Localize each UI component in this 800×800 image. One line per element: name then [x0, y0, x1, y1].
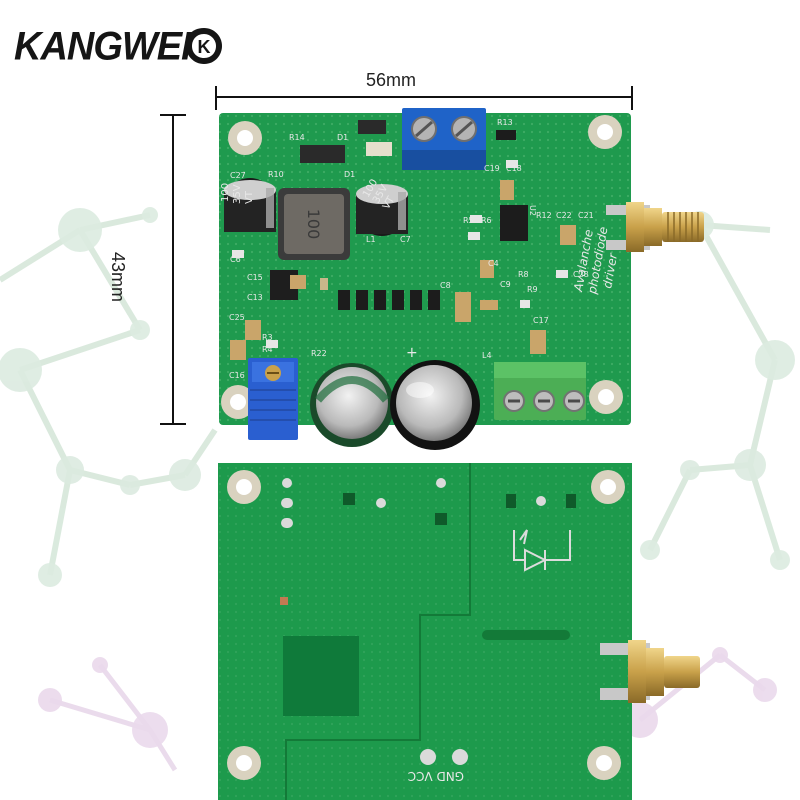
module-text-line3: driver	[600, 251, 620, 289]
ground-pad-square	[283, 636, 359, 716]
refdes-r12: R12	[536, 211, 552, 220]
refdes-c15: C15	[247, 273, 263, 282]
refdes-l4: L4	[482, 351, 492, 360]
refdes-c25: C25	[229, 313, 245, 322]
bottom-mounting-holes	[227, 470, 625, 780]
refdes-r14: R14	[289, 133, 305, 142]
refdes-d1b: D1	[344, 170, 355, 179]
refdes-r8: R8	[518, 270, 529, 279]
refdes-c6: C6	[230, 255, 241, 264]
refdes-u2: U2	[528, 205, 537, 216]
silkscreen-labels: R14 D1 R13 R10 D1 C19 C18 C27 R5 R6 R12 …	[229, 118, 594, 380]
refdes-c4: C4	[488, 259, 499, 268]
capacitor-100uf-left: 100 35V VT	[220, 178, 276, 232]
refdes-c21: C21	[578, 211, 594, 220]
smd-components	[230, 120, 576, 360]
solder-joints	[280, 478, 576, 605]
refdes-r6: R6	[481, 216, 492, 225]
sma-connector-top	[606, 202, 704, 252]
refdes-r10: R10	[268, 170, 284, 179]
badge-letter: K	[198, 37, 211, 57]
blue-screw-terminal	[402, 108, 486, 170]
plus-marker: +	[406, 345, 418, 361]
refdes-c13: C13	[247, 293, 263, 302]
capacitor-large-green	[310, 363, 394, 447]
refdes-d1: D1	[337, 133, 348, 142]
refdes-r3: R3	[262, 333, 273, 342]
cap-left-value: 100	[220, 183, 231, 202]
refdes-c17: C17	[533, 316, 549, 325]
refdes-c7: C7	[400, 235, 411, 244]
mounting-holes	[221, 115, 623, 419]
brand-badge-icon: K	[186, 28, 222, 64]
gnd-vcc-label: GND VCC	[408, 769, 464, 783]
refdes-c8: C8	[440, 281, 451, 290]
refdes-c28: C28	[573, 270, 589, 279]
refdes-c16: C16	[229, 371, 245, 380]
cap-left-voltage: 35V	[232, 184, 243, 204]
green-screw-terminal	[494, 362, 586, 420]
power-terminal-pads: GND VCC	[408, 749, 468, 783]
refdes-c19: C19	[484, 164, 500, 173]
refdes-r22: R22	[311, 349, 327, 358]
trimmer-potentiometer	[248, 358, 298, 440]
sma-connector-bottom	[600, 640, 700, 703]
refdes-r13: R13	[497, 118, 513, 127]
brand-logo-text: KANGWEI	[14, 24, 192, 70]
cap-left-series: VT	[244, 190, 255, 204]
refdes-l1: L1	[366, 235, 376, 244]
refdes-c22: C22	[556, 211, 572, 220]
refdes-c9: C9	[500, 280, 511, 289]
photodiode-symbol-icon	[513, 529, 571, 572]
refdes-c18: C18	[506, 164, 522, 173]
power-inductor: 100	[278, 188, 350, 260]
refdes-r5: R5	[463, 216, 474, 225]
refdes-c27: C27	[230, 171, 246, 180]
brand-name: KANGWEI	[14, 24, 192, 70]
capacitor-large-black	[390, 360, 480, 450]
width-dimension-label: 56mm	[366, 70, 417, 90]
refdes-r4: R4	[262, 345, 273, 354]
refdes-r9: R9	[527, 285, 538, 294]
inductor-value: 100	[304, 209, 323, 240]
